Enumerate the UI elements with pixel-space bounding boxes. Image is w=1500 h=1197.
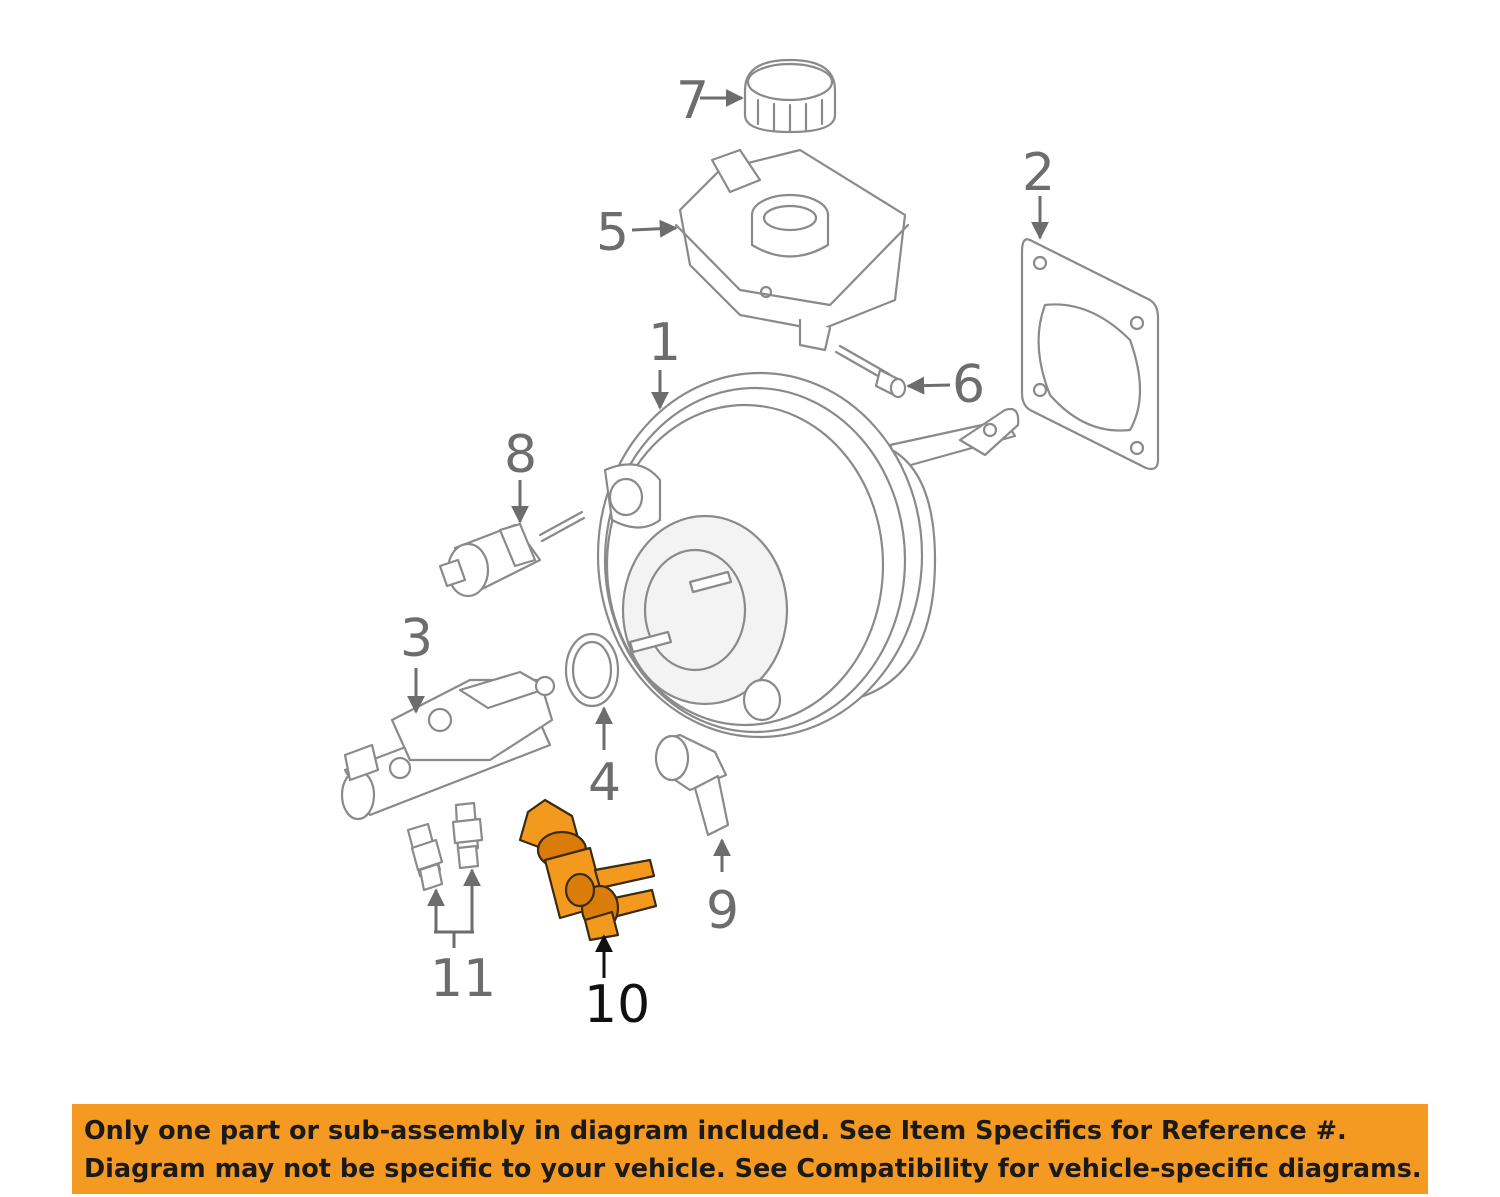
callout-11: 11 xyxy=(430,949,496,1009)
part-3-master-cylinder xyxy=(340,670,556,821)
callout-5: 5 xyxy=(596,203,629,263)
callout-8: 8 xyxy=(504,425,537,485)
callout-arrows xyxy=(407,89,1049,978)
callout-2: 2 xyxy=(1022,143,1055,203)
part-4-o-ring xyxy=(564,632,620,708)
disclaimer-banner: Only one part or sub-assembly in diagram… xyxy=(72,1104,1428,1194)
part-1-brake-booster xyxy=(596,371,1020,739)
part-6-bolt xyxy=(834,344,907,399)
part-2-gasket-plate xyxy=(1020,238,1160,471)
callout-4: 4 xyxy=(588,753,621,813)
parts-diagram: 7 5 2 1 6 8 3 4 9 11 10 xyxy=(340,58,1160,1035)
callout-3: 3 xyxy=(400,609,433,669)
part-8-sensor xyxy=(438,510,586,598)
callout-7: 7 xyxy=(676,71,709,131)
callout-6: 6 xyxy=(952,355,985,415)
part-7-reservoir-cap xyxy=(743,58,837,134)
part-5-fluid-reservoir xyxy=(674,148,910,352)
part-9-elbow-hose xyxy=(654,733,730,837)
callout-9: 9 xyxy=(706,881,739,941)
part-10-check-valve xyxy=(518,798,658,942)
disclaimer-line-2: Diagram may not be specific to your vehi… xyxy=(84,1154,1422,1184)
callout-1: 1 xyxy=(648,313,681,373)
callout-10: 10 xyxy=(584,975,650,1035)
part-11-fittings xyxy=(406,801,484,892)
disclaimer-line-1: Only one part or sub-assembly in diagram… xyxy=(84,1116,1347,1146)
